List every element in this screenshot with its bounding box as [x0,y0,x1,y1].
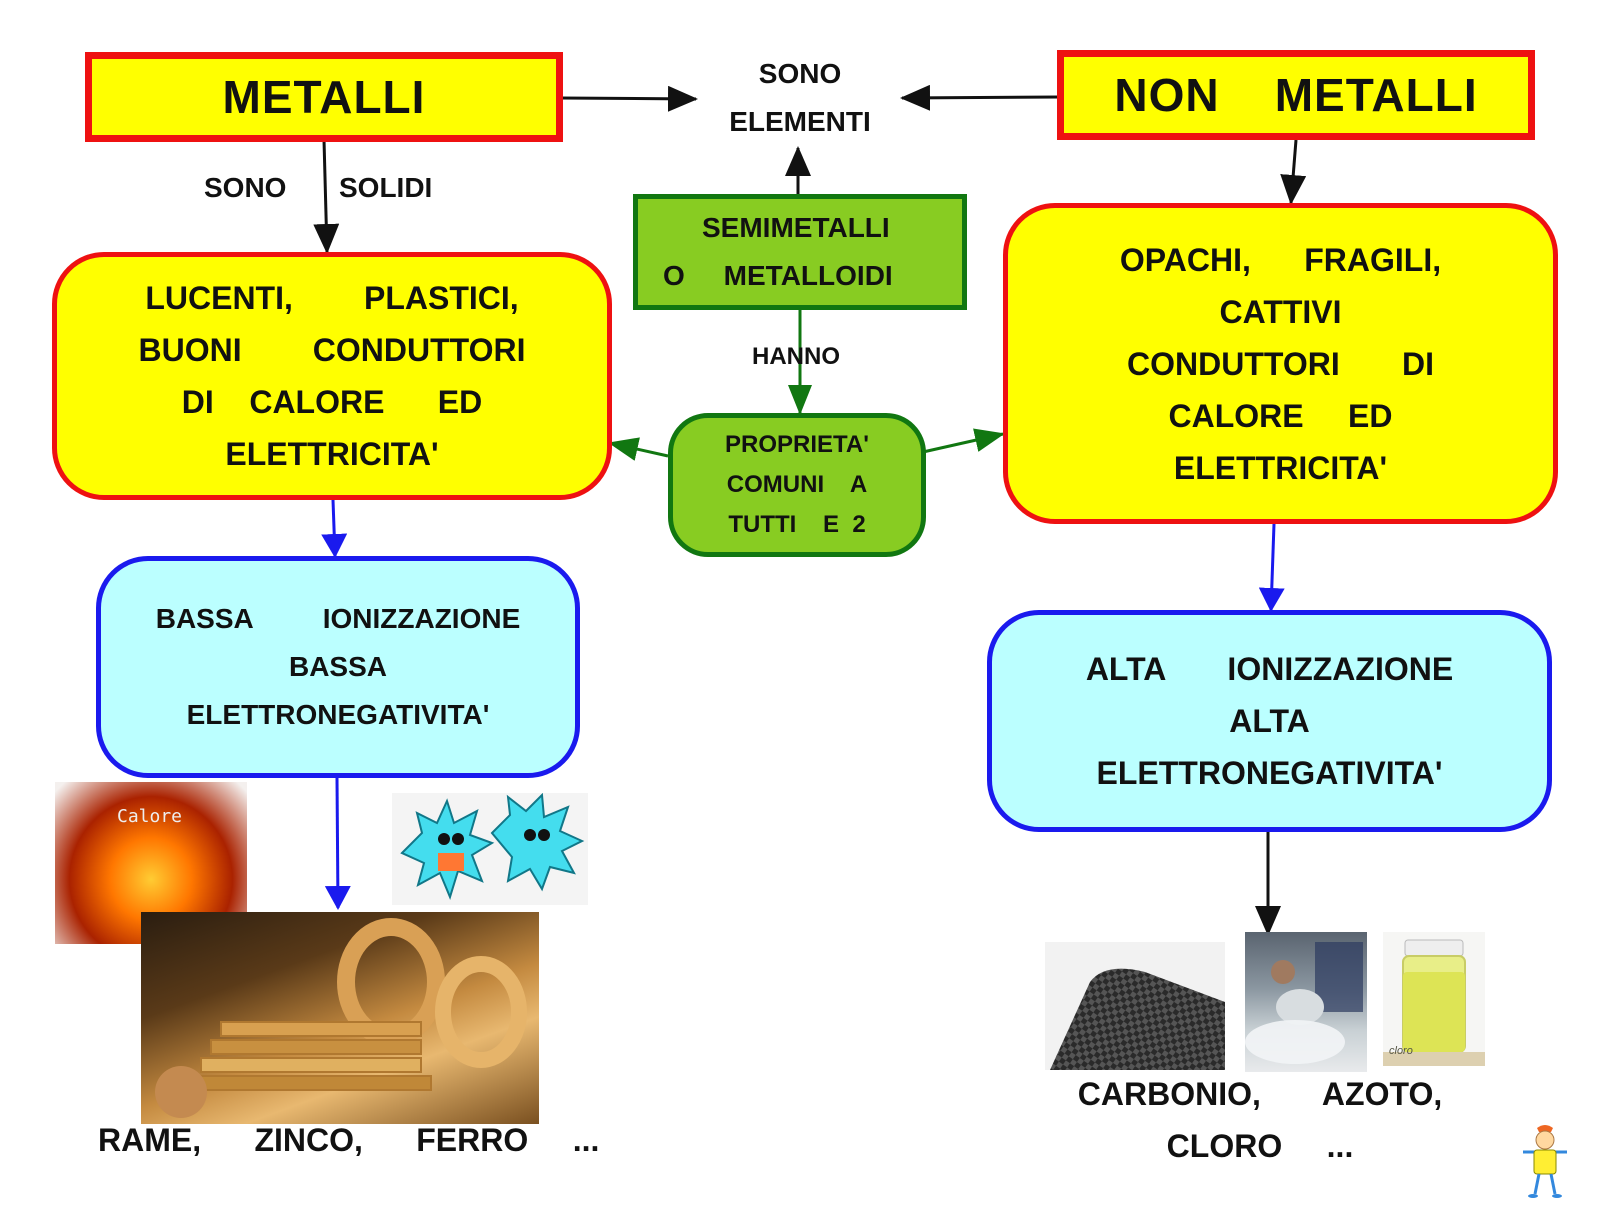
arrow-nonmetalli-to-props [1280,139,1307,205]
nonmetal-examples-line2: CLORO ... [1166,1128,1354,1164]
metal-ionization-box: BASSA IONIZZAZIONE BASSA ELETTRONEGATIVI… [96,556,580,778]
arrow-metal-ion-to-examples [324,777,351,910]
elementi-line2: ELEMENTI [729,106,871,137]
elementi-line1: SONO [758,58,842,89]
nonmetal-ion-line1: ALTA IONIZZAZIONE [1085,651,1454,687]
arrow-nonmetal-props-to-ion [1258,523,1285,612]
metal-ion-line3: ELETTRONEGATIVITA' [186,699,490,730]
electric-figures-image [392,793,588,905]
metal-props-line4: ELETTRICITA' [225,436,439,472]
arrow-metalli-to-elementi [559,85,698,112]
semimetalli-line1: SEMIMETALLI [702,212,890,243]
edge-label-solidi: SOLIDI [339,172,433,203]
mascot-logo [1515,1122,1575,1202]
metal-ion-line2: BASSA [288,651,387,682]
proprieta-line1: PROPRIETA' [725,431,869,458]
metal-ion-line1: BASSA IONIZZAZIONE [155,603,521,634]
copper-metals-image [141,912,539,1124]
edge-label-sono: SONO [204,172,287,203]
semimetalli-line2: O METALLOIDI [663,260,893,291]
calore-caption: Calore [117,806,183,827]
metalli-box: METALLI [85,52,563,142]
metal-props-line2: BUONI CONDUTTORI [138,332,526,368]
nonmetal-ion-line2: ALTA [1229,703,1310,739]
arrow-metal-props-to-ion [321,499,348,558]
metal-props-line1: LUCENTI, PLASTICI, [145,280,519,316]
arrow-proprieta-to-nonmetal-props [922,428,1005,454]
elementi-label: SONO ELEMENTI [700,50,900,146]
nonmetal-properties-box: OPACHI, FRAGILI, CATTIVI CONDUTTORI DI C… [1003,203,1558,524]
nonmetal-props-line2: CATTIVI [1219,293,1342,330]
azoto-nitrogen-image [1245,932,1367,1072]
metal-examples: RAME, ZINCO, FERRO ... [98,1122,600,1158]
semimetalli-box: SEMIMETALLI O METALLOIDI [633,194,967,310]
non-metalli-box: NON METALLI [1057,50,1535,140]
non-metalli-title: NON METALLI [1114,69,1478,121]
nonmetal-props-line5: ELETTRICITA' [1173,449,1388,486]
proprieta-line2: COMUNI A [726,471,868,498]
nonmetal-examples-line1: CARBONIO, AZOTO, [1077,1076,1443,1112]
cloro-chlorine-image: cloro [1383,932,1485,1066]
nonmetal-ion-line3: ELETTRONEGATIVITA' [1096,755,1443,791]
arrow-proprieta-to-metal-props [608,437,669,461]
cloro-caption: cloro [1389,1045,1413,1057]
nonmetal-props-line3: CONDUTTORI DI [1127,345,1434,382]
proprieta-comuni-box: PROPRIETA' COMUNI A TUTTI E 2 [668,413,926,557]
nonmetal-ionization-box: ALTA IONIZZAZIONE ALTA ELETTRONEGATIVITA… [987,610,1552,832]
arrow-metalli-to-props [313,139,340,254]
carbon-fiber-image [1045,942,1225,1070]
nonmetal-props-line4: CALORE ED [1168,397,1393,434]
metal-properties-box: LUCENTI, PLASTICI, BUONI CONDUTTORI DI C… [52,252,612,500]
arrow-nonmetalli-to-elementi [900,84,1061,111]
nonmetal-examples: CARBONIO, AZOTO, CLORO ... [1040,1068,1480,1172]
proprieta-line3: TUTTI E 2 [728,511,866,538]
edge-label-hanno: HANNO [752,343,840,370]
metalli-title: METALLI [222,71,426,123]
nonmetal-props-line1: OPACHI, FRAGILI, [1119,241,1442,278]
metal-props-line3: DI CALORE ED [181,384,483,420]
